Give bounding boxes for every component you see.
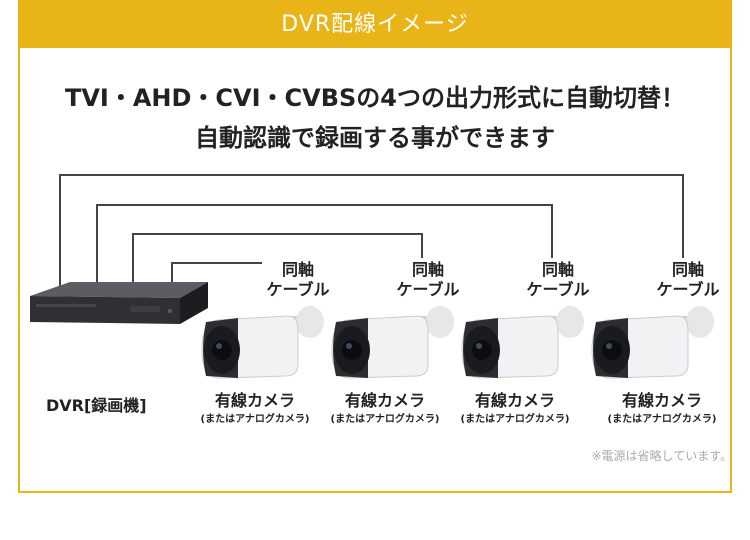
cable-label-4: 同軸 ケーブル: [648, 260, 728, 300]
camera-name: 有線カメラ: [344, 391, 425, 410]
cable-label-line2: ケーブル: [656, 280, 720, 299]
camera-label-4: 有線カメラ (またはアナログカメラ): [597, 390, 727, 428]
headline-line-1: TVI・AHD・CVI・CVBSの4つの出力形式に自動切替！: [64, 84, 686, 112]
power-omitted-note: ※電源は省略しています。: [591, 449, 733, 463]
cable-label-line1: 同軸: [281, 260, 314, 279]
camera-name: 有線カメラ: [621, 391, 702, 410]
cable-label-line1: 同軸: [541, 260, 574, 279]
cable-label-line1: 同軸: [671, 260, 704, 279]
camera-name: 有線カメラ: [474, 391, 555, 410]
cable-label-line2: ケーブル: [266, 280, 330, 299]
dvr-label: DVR[録画機]: [46, 396, 147, 415]
headline-line-2: 自動認識で録画する事ができます: [195, 124, 555, 152]
diagram-frame: DVR配線イメージ TVI・AHD・CVI・CVBSの4つの出力形式に自動切替！…: [18, 0, 732, 493]
bullet-camera-icon: [591, 306, 714, 379]
dvr-device-icon: [30, 282, 208, 324]
cable-label-line2: ケーブル: [526, 280, 590, 299]
cable-line-3: [96, 204, 553, 290]
camera-sub: (またはアナログカメラ): [200, 414, 310, 425]
cable-line-4: [59, 174, 684, 290]
bullet-camera-icon: [461, 306, 584, 379]
cable-label-3: 同軸 ケーブル: [518, 260, 598, 300]
camera-label-1: 有線カメラ (またはアナログカメラ): [190, 390, 320, 428]
cable-label-line2: ケーブル: [396, 280, 460, 299]
cable-label-1: 同軸 ケーブル: [258, 260, 338, 300]
camera-sub: (またはアナログカメラ): [460, 414, 570, 425]
camera-label-2: 有線カメラ (またはアナログカメラ): [320, 390, 450, 428]
cable-line-2: [132, 233, 423, 290]
bullet-camera-icon: [201, 306, 324, 379]
bullet-camera-icon: [331, 306, 454, 379]
cable-label-line1: 同軸: [411, 260, 444, 279]
camera-sub: (またはアナログカメラ): [330, 414, 440, 425]
header-title: DVR配線イメージ: [20, 2, 730, 48]
cable-label-2: 同軸 ケーブル: [388, 260, 468, 300]
camera-label-3: 有線カメラ (またはアナログカメラ): [450, 390, 580, 428]
cable-line-1: [171, 262, 262, 290]
camera-sub: (またはアナログカメラ): [607, 414, 717, 425]
camera-name: 有線カメラ: [214, 391, 295, 410]
